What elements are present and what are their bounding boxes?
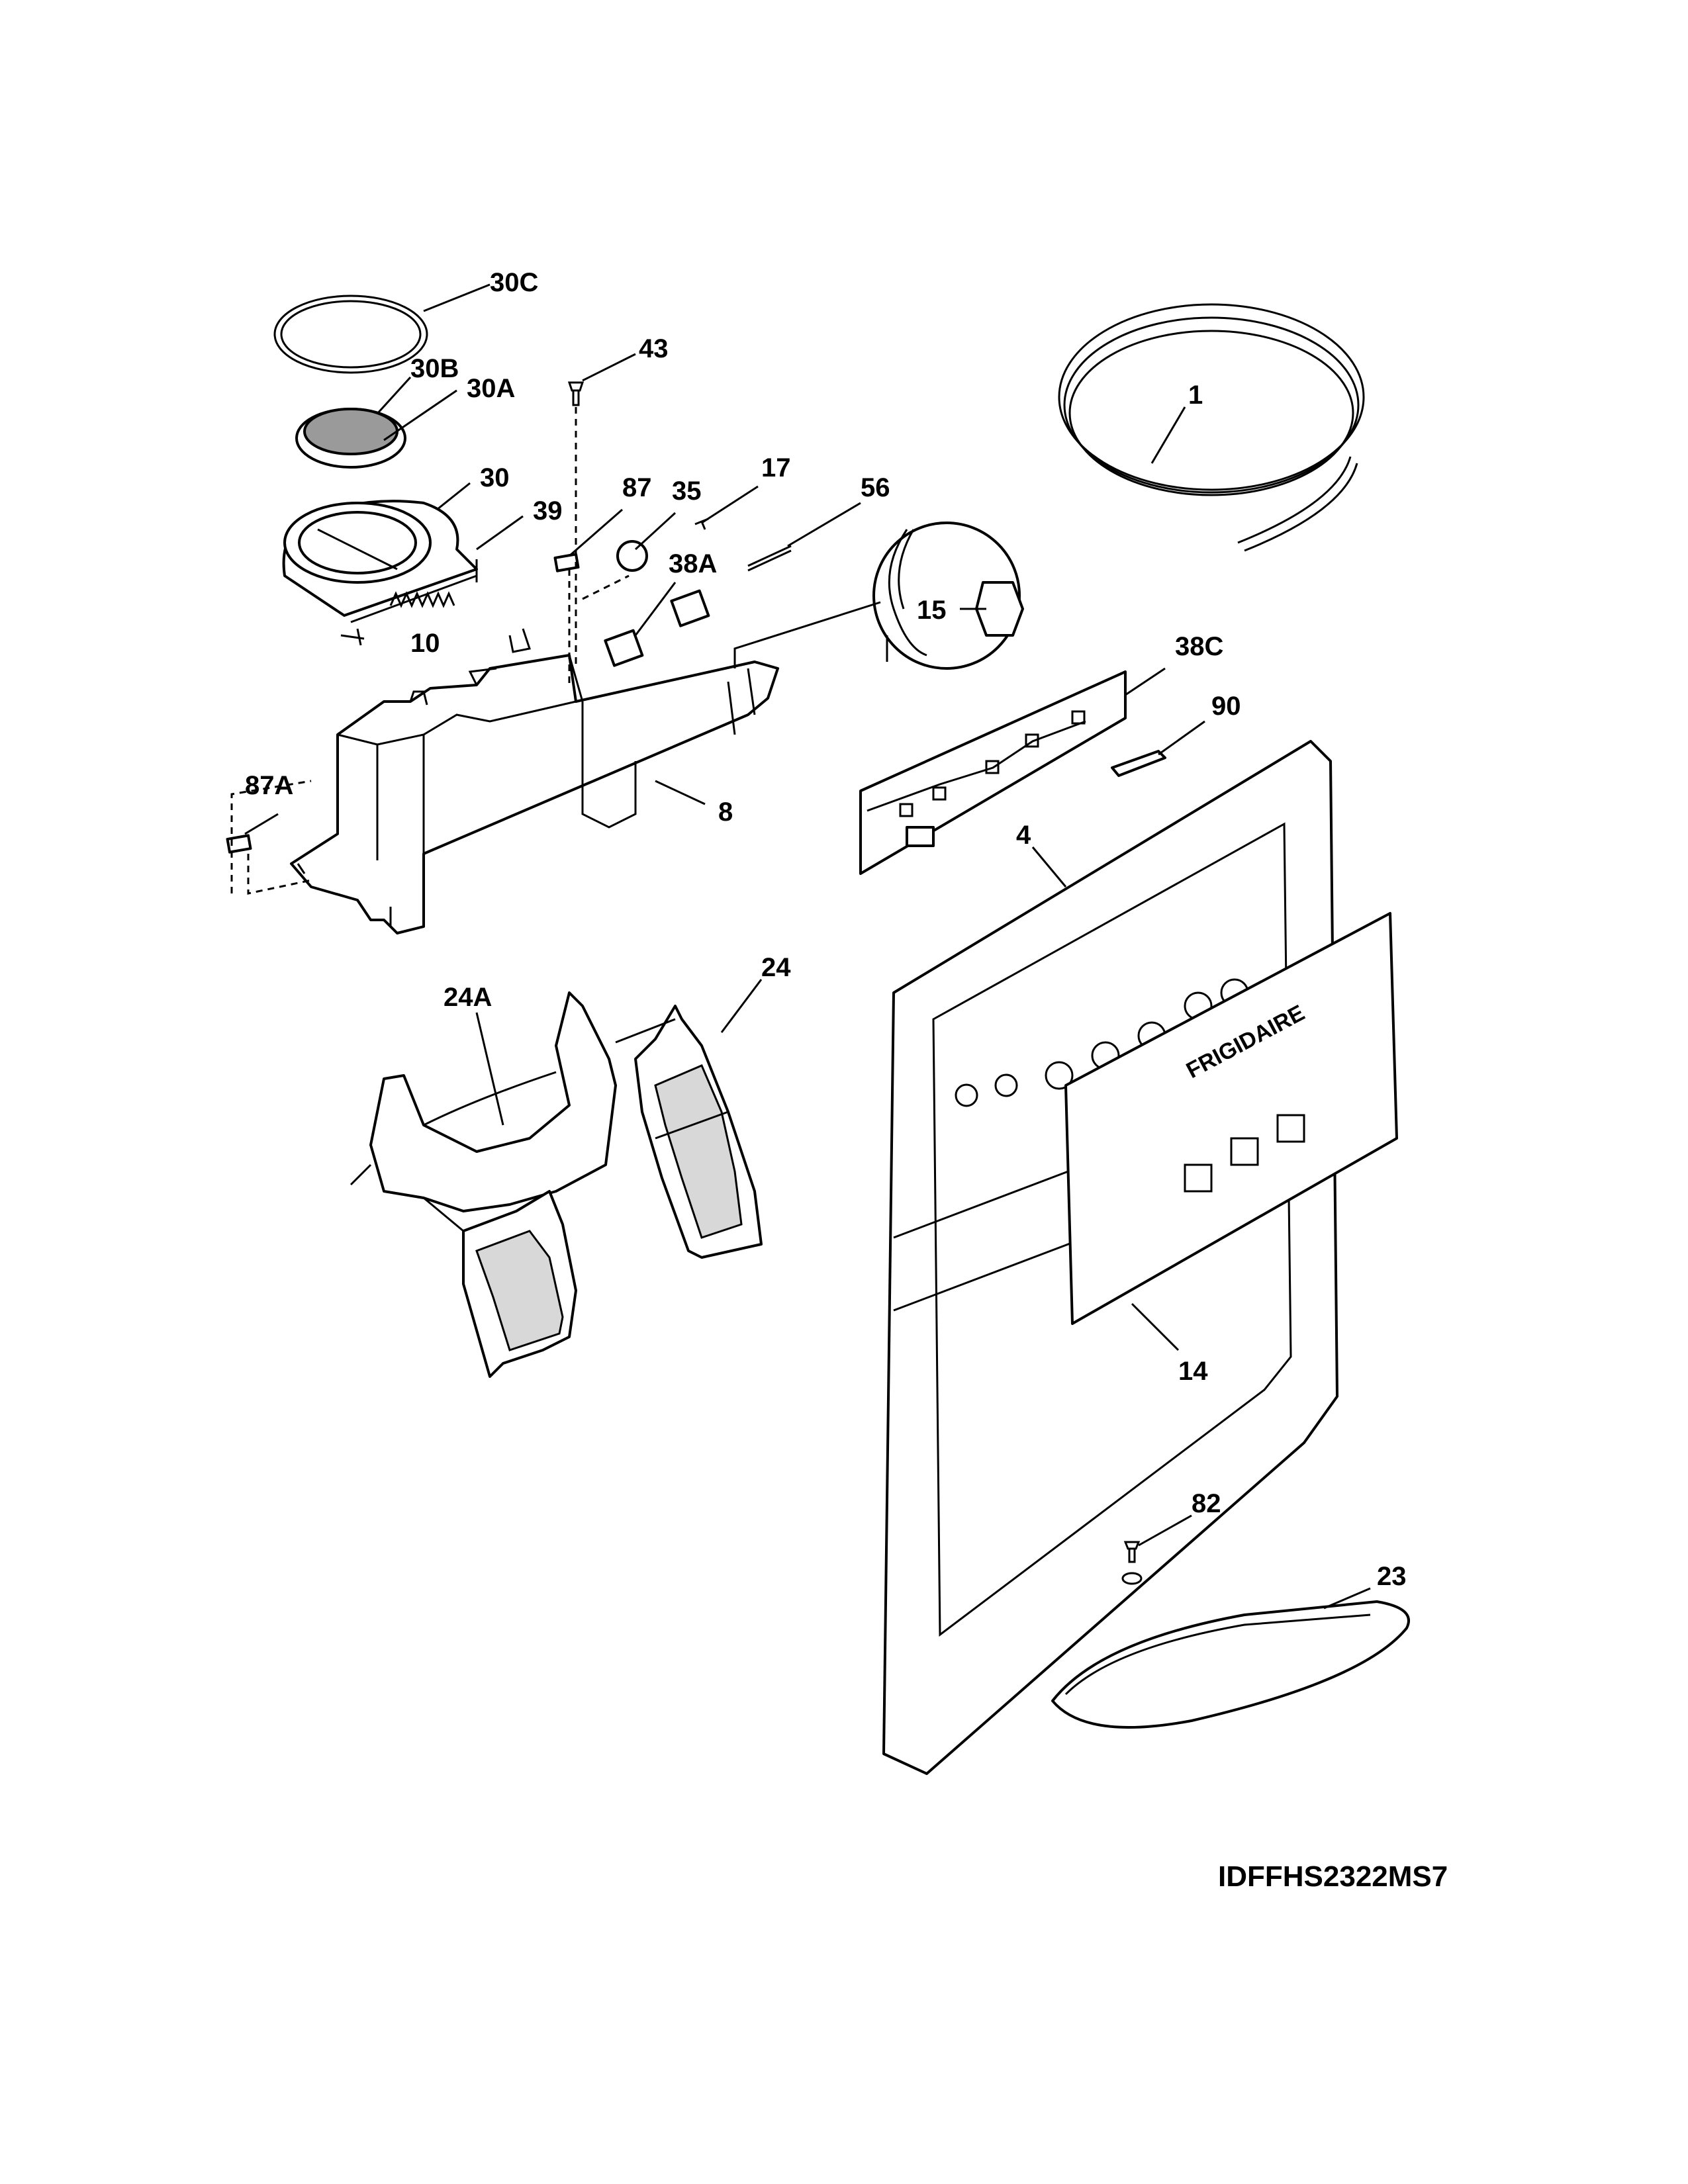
callout-labels: 30C 30B 30A 30 39 10 43 87 35 17 56 38A … — [245, 268, 1407, 1591]
part-38a-switches — [604, 589, 710, 667]
callout-56: 56 — [861, 473, 890, 502]
callout-30b: 30B — [410, 354, 459, 383]
callout-39: 39 — [533, 496, 563, 525]
part-56-rod — [747, 545, 792, 572]
part-30-ice-chute-housing — [282, 500, 478, 646]
model-code: IDFFHS2322MS7 — [1218, 1860, 1448, 1893]
callout-90: 90 — [1211, 692, 1241, 721]
callout-14: 14 — [1178, 1357, 1208, 1386]
part-82-screw — [1121, 1541, 1143, 1585]
callout-38c: 38C — [1175, 632, 1223, 661]
callout-23: 23 — [1377, 1562, 1407, 1591]
callout-1: 1 — [1188, 381, 1203, 410]
callout-87a: 87A — [245, 771, 293, 800]
part-24-water-paddle — [615, 1005, 763, 1259]
callout-30c: 30C — [490, 268, 538, 297]
part-35-actuator — [616, 540, 648, 572]
part-87a-bracket — [226, 834, 252, 854]
part-15-detail-circle — [733, 522, 1024, 670]
callout-35: 35 — [672, 477, 702, 506]
part-87-bracket — [553, 553, 580, 572]
callout-38a: 38A — [669, 549, 717, 578]
callout-43: 43 — [639, 334, 669, 363]
callout-15: 15 — [917, 596, 947, 625]
part-10-spring — [389, 591, 455, 608]
part-30a-filter-screen — [295, 408, 406, 469]
part-23-drip-tray — [1051, 1600, 1410, 1729]
part-43-screw — [567, 381, 585, 406]
part-1-tubing — [1058, 303, 1365, 552]
part-14-control-overlay: FRIGIDAIRE — [1064, 912, 1398, 1325]
callout-10: 10 — [410, 629, 440, 658]
part-90-connector — [1111, 750, 1166, 777]
leader-lines — [244, 283, 1371, 1610]
callout-87: 87 — [622, 473, 652, 502]
callout-4: 4 — [1016, 821, 1031, 850]
callout-82: 82 — [1192, 1489, 1221, 1518]
callout-17: 17 — [761, 453, 791, 482]
part-8-dispenser-housing — [290, 628, 779, 934]
part-38c-control-board — [859, 670, 1127, 875]
callout-24a: 24A — [444, 983, 492, 1012]
callout-24: 24 — [761, 953, 791, 982]
callout-8: 8 — [718, 797, 733, 827]
part-30c-ring — [273, 295, 428, 374]
callout-30a: 30A — [467, 374, 515, 403]
callout-30: 30 — [480, 463, 510, 492]
part-24a-ice-paddle — [350, 991, 617, 1378]
